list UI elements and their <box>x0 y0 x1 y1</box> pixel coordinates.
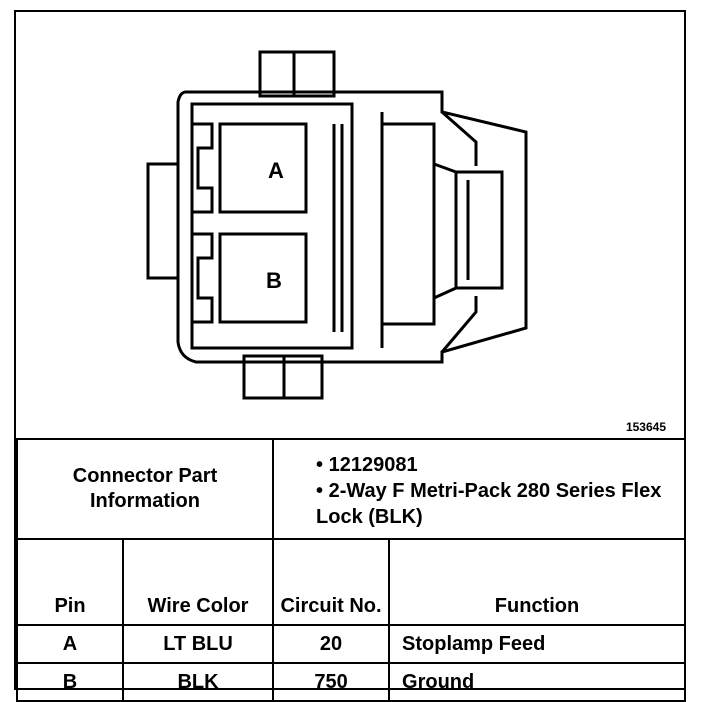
pin-cell: B <box>16 662 124 702</box>
table-row: B BLK 750 Ground <box>16 662 687 702</box>
header-pin: Pin <box>16 538 124 626</box>
part-number: 12129081 <box>328 454 418 476</box>
connector-drawing <box>146 50 528 400</box>
table-row: A LT BLU 20 Stoplamp Feed <box>16 624 687 664</box>
header-circuit-no: Circuit No. <box>272 538 391 626</box>
wire-color-cell: BLK <box>121 662 275 702</box>
circuit-cell: 20 <box>272 624 391 664</box>
pin-cell: A <box>16 624 124 664</box>
part-info-bullets: • 12129081 • 2-Way F Metri-Pack 280 Seri… <box>272 438 687 540</box>
part-description: 2-Way F Metri-Pack 280 Series Flex Lock … <box>316 480 662 528</box>
circuit-cell: 750 <box>272 662 391 702</box>
cavity-label-a: A <box>268 158 284 183</box>
function-cell: Ground <box>388 662 687 702</box>
connector-info-table: Connector Part Information • 12129081 • … <box>15 438 687 702</box>
part-info-row: Connector Part Information • 12129081 • … <box>15 438 687 540</box>
figure-number: 153645 <box>625 420 666 434</box>
cavity-label-b: B <box>266 268 282 293</box>
table-header-row: Pin Wire Color Circuit No. Function <box>16 538 687 626</box>
wire-color-cell: LT BLU <box>121 624 275 664</box>
function-cell: Stoplamp Feed <box>388 624 687 664</box>
document-frame: A B 153645 Connector Part Information • … <box>14 10 687 702</box>
part-info-heading: Connector Part Information <box>15 438 275 540</box>
connector-diagram: A B 153645 <box>16 12 684 436</box>
header-function: Function <box>388 538 687 626</box>
header-wire-color: Wire Color <box>121 538 275 626</box>
